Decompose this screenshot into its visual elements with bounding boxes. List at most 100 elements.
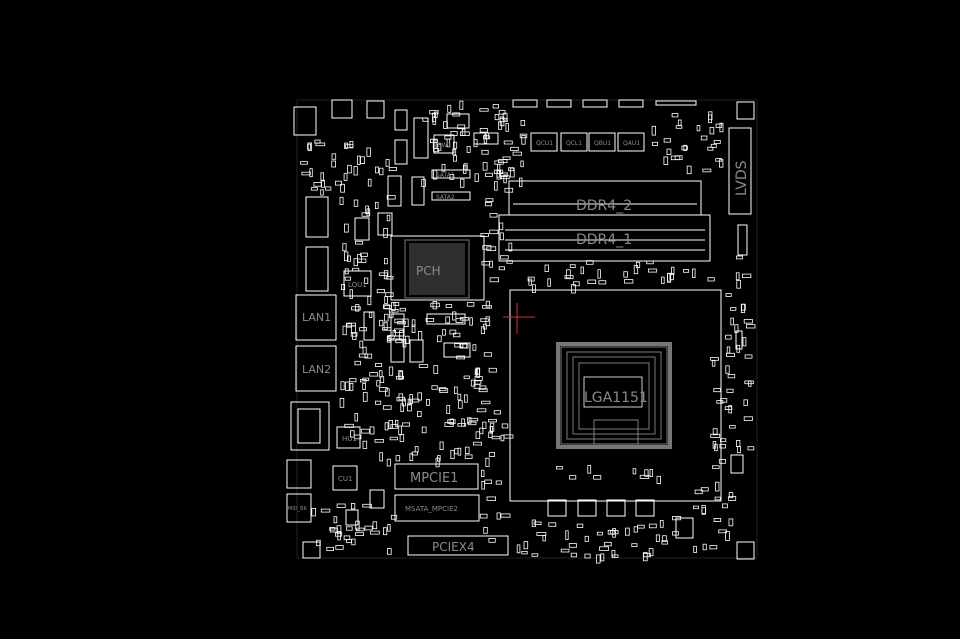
passive-component [672,531,679,536]
passive-component [340,183,345,193]
passive-component [472,344,477,351]
passive-component [362,382,367,390]
hu1-label: HU1 [342,435,357,443]
passive-component [632,468,637,475]
passive-component [565,530,569,540]
passive-component [402,338,407,348]
passive-component [400,403,404,412]
passive-component [710,433,721,438]
passive-component [360,252,368,257]
passive-component [651,125,656,136]
passive-component [711,360,716,367]
passive-component [725,293,732,297]
passive-component [744,354,753,359]
passive-component [483,352,492,357]
passive-component [388,366,394,376]
passive-component [344,268,349,275]
passive-component [570,552,577,558]
passive-component [599,546,609,551]
passive-component [394,318,404,324]
passive-component [661,540,668,545]
passive-component [741,303,746,311]
passive-component [506,260,513,264]
passive-component [609,530,619,535]
passive-component [333,516,338,524]
ddr4-2-label: DDR4_2 [576,198,632,214]
passive-component [573,281,580,287]
passive-component [310,187,318,191]
pw1-label: PW1 [438,142,452,149]
mpcie1-slot [394,463,479,490]
passive-component [454,343,464,348]
passive-component [459,316,469,321]
passive-component [742,273,752,278]
passive-component [359,378,367,383]
passive-component [681,145,688,151]
passive-component [475,431,481,439]
passive-component [444,422,454,428]
passive-component [474,376,483,381]
passive-component [547,278,551,287]
passive-component [386,195,396,200]
passive-component [556,466,563,470]
passive-component [672,516,682,521]
lou1-label: LOU1 [348,281,367,289]
passive-component [500,513,511,518]
passive-component [394,419,399,427]
passive-component [354,240,364,245]
passive-component [355,520,360,531]
passive-component [343,535,351,541]
passive-component [568,543,577,548]
passive-component [390,514,398,520]
passive-component [564,275,574,280]
passive-component [499,222,504,231]
passive-component [388,308,399,313]
passive-component [444,135,452,140]
passive-component [372,521,378,530]
passive-component [369,426,375,435]
qbu1-mosfet [588,132,616,152]
passive-component [486,246,497,252]
passive-component [395,338,403,344]
passive-component [463,163,468,171]
pw1-chip [433,134,455,154]
passive-component [481,400,491,405]
passive-component [442,329,446,336]
passive-component [712,441,717,449]
passive-component [722,503,728,509]
passive-component [718,459,726,464]
passive-component [425,399,430,406]
passive-component [709,545,718,550]
passive-component [463,394,468,403]
passive-component [494,181,498,191]
passive-component [355,532,365,537]
passive-component [510,146,519,152]
passive-component [347,164,352,174]
pch-bga-grid [409,243,465,295]
passive-component [655,534,660,542]
passive-component [300,161,308,165]
ddr4-1-slot [498,214,711,262]
passive-component [533,521,542,525]
passive-component [489,277,500,283]
passive-component [712,465,720,469]
passive-component [644,469,649,477]
passive-component [385,159,390,167]
sata1-connector [431,169,471,179]
passive-component [713,139,721,144]
lga-socket [509,289,722,502]
passive-component [548,522,557,527]
passive-component [387,335,392,341]
passive-component [439,388,449,394]
passive-component [345,381,350,391]
passive-component [466,302,475,307]
passive-component [587,464,592,474]
passive-component [498,266,506,271]
passive-component [714,496,721,501]
qcu1-label: QCU1 [536,140,553,147]
passive-component [485,198,494,202]
passive-component [370,530,380,535]
passive-component [301,171,311,176]
passive-component [728,492,734,499]
passive-component [314,139,321,144]
